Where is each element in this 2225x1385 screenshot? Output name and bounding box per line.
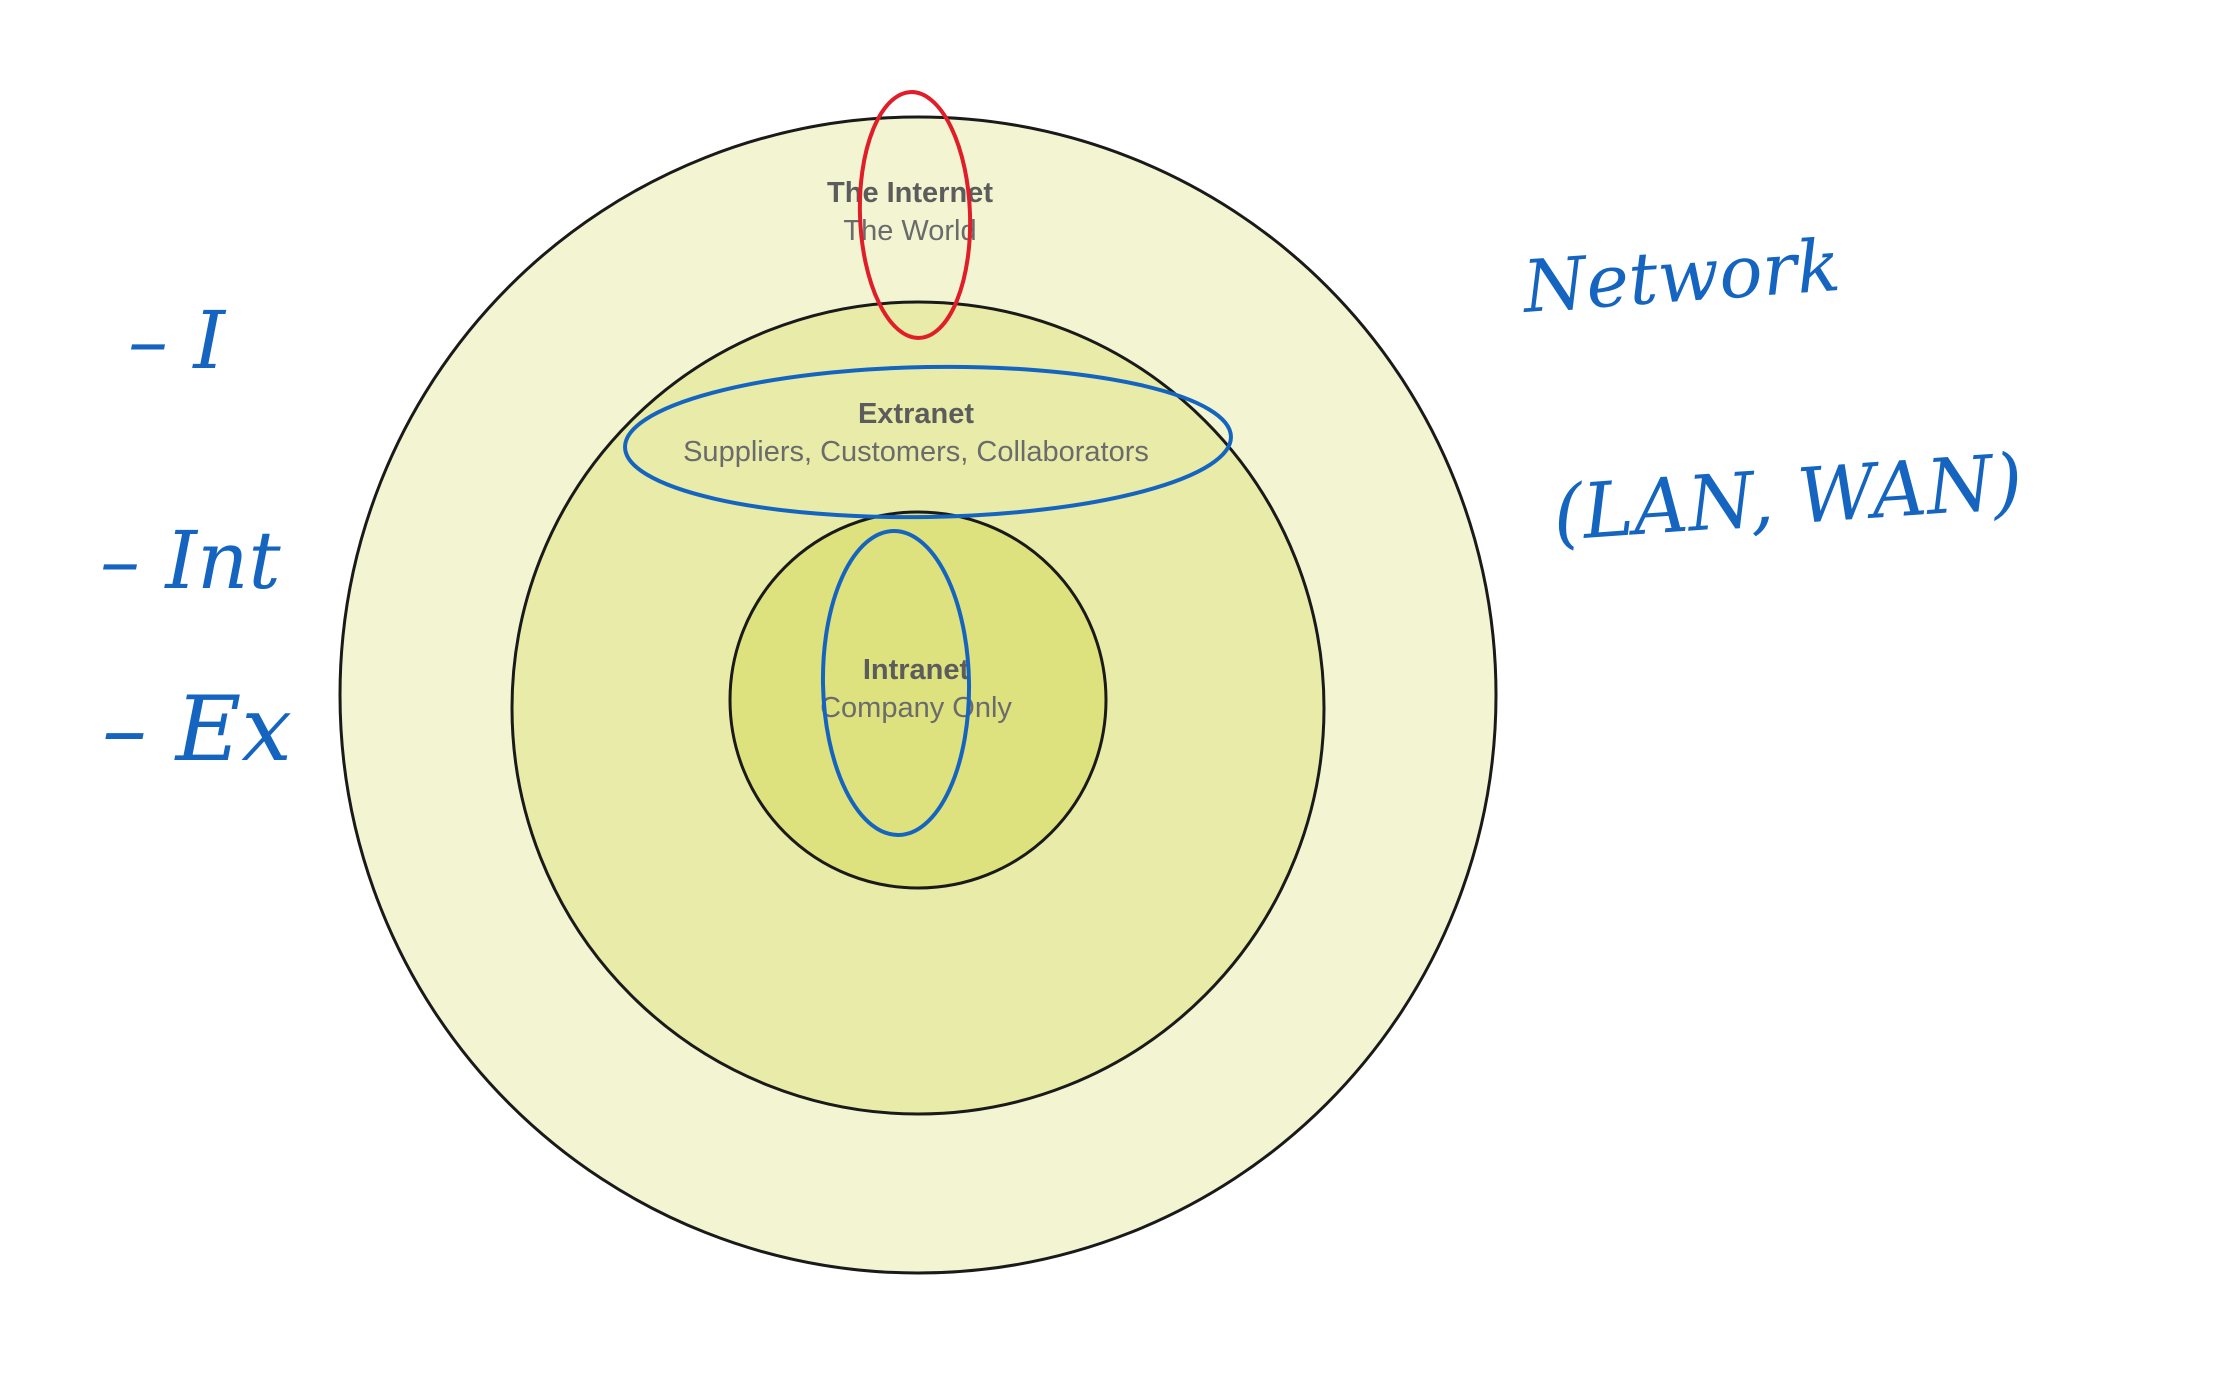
left-handwritten-list: – I – Int – Ex (100, 294, 292, 782)
intranet-highlight-ellipse (820, 529, 972, 837)
handwritten-network: Network (1518, 223, 1843, 329)
handwritten-note-2: – Int (100, 514, 282, 607)
intranet-title: Intranet (863, 654, 970, 686)
internet-highlight-ellipse (857, 90, 973, 340)
internet-subtitle: The World (843, 215, 976, 247)
handwritten-lan-wan: (LAN, WAN) (1550, 436, 2025, 558)
extranet-highlight-ellipse (623, 364, 1233, 520)
intranet-ring (728, 510, 1108, 890)
handwritten-note-1: – I (128, 294, 226, 387)
highlight-ellipses (623, 90, 1233, 837)
extranet-subtitle: Suppliers, Customers, Collaborators (683, 436, 1149, 468)
intranet-subtitle: Company Only (820, 692, 1012, 724)
right-handwritten-notes: Network (LAN, WAN) (1518, 223, 2025, 558)
handwritten-note-3: – Ex (102, 677, 292, 782)
extranet-title: Extranet (858, 398, 974, 430)
